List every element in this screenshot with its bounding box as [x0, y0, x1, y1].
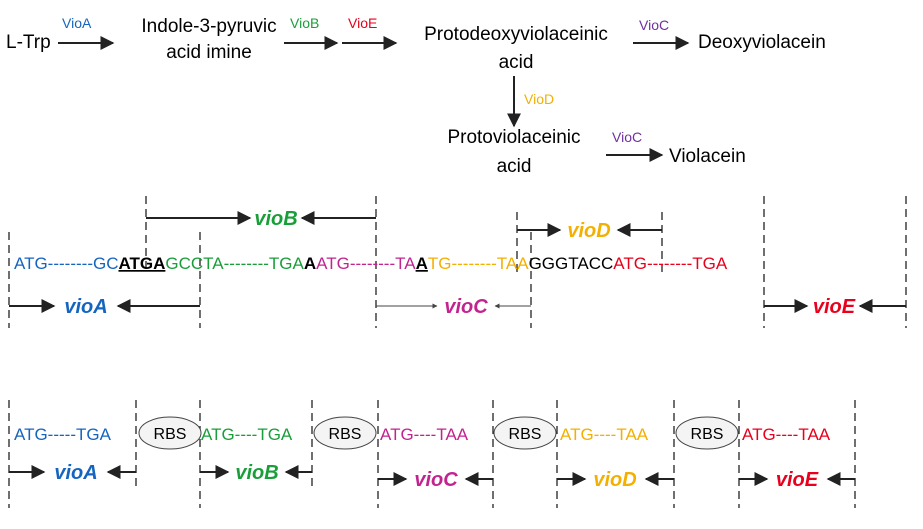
seq-vioc: ATG--------TA [316, 254, 416, 273]
intermediate-indole-3-pyruvic-line2: acid imine [166, 42, 252, 63]
intermediate-protoviolaceinic-line1: Protoviolaceinic [447, 127, 580, 148]
seq-overlap-bc: A [304, 254, 316, 273]
seq2-viob: ATG----TGA [201, 425, 293, 444]
rbs-element: RBS [675, 416, 739, 450]
seq2-viod: ATG----TAA [560, 425, 649, 444]
rbs-label: RBS [329, 426, 362, 443]
seq-spacer: GGGTACC [529, 254, 614, 273]
biosynthetic-pathway: L-Trp VioA Indole-3-pyruvic acid imine V… [6, 15, 826, 177]
rbs-element: RBS [313, 416, 377, 450]
intermediate-indole-3-pyruvic-line1: Indole-3-pyruvic [141, 16, 276, 37]
rbs-label: RBS [509, 426, 542, 443]
gene-label-vioc: vioC [444, 296, 488, 318]
intermediate-protoviolaceinic-line2: acid [497, 156, 532, 177]
seq2-vioa: ATG-----TGA [14, 425, 112, 444]
enzyme-vioe-label: VioE [348, 15, 377, 31]
seq-overlap-cd: A [416, 254, 428, 273]
rbs-label: RBS [691, 426, 724, 443]
gene2-label-viod: vioD [593, 469, 636, 491]
rbs-label: RBS [154, 426, 187, 443]
seq2-vioe: ATG----TAA [742, 425, 831, 444]
enzyme-vioc-label-1: VioC [639, 17, 669, 33]
gene-label-vioe: vioE [813, 296, 856, 318]
enzyme-vioc-label-2: VioC [612, 129, 642, 145]
intermediate-protodeoxyviolaceinic-line2: acid [499, 52, 534, 73]
engineered-operon: ATG-----TGA ATG----TGA ATG----TAA ATG---… [8, 400, 856, 508]
native-operon: vioB vioD ATG--------GCATGAGCCTA--------… [8, 196, 907, 328]
product-violacein: Violacein [669, 146, 746, 167]
seq-viob: GCCTA--------TGA [165, 254, 304, 273]
rbs-element: RBS [493, 416, 557, 450]
gene-label-vioa: vioA [64, 296, 107, 318]
enzyme-viob-label: VioB [290, 15, 319, 31]
seq2-vioc: ATG----TAA [380, 425, 469, 444]
gene2-label-vioa: vioA [54, 462, 97, 484]
product-deoxyviolacein: Deoxyviolacein [698, 32, 826, 53]
gene2-label-viob: vioB [235, 462, 278, 484]
enzyme-vioa-label: VioA [62, 15, 92, 31]
native-sequence: ATG--------GCATGAGCCTA--------TGAAATG---… [14, 254, 728, 273]
gene-label-viod: vioD [567, 220, 610, 242]
enzyme-viod-label: VioD [524, 91, 554, 107]
substrate-l-trp: L-Trp [6, 32, 51, 53]
gene2-label-vioc: vioC [414, 469, 458, 491]
gene-label-viob: vioB [254, 208, 297, 230]
seq-overlap-ab: ATGA [118, 254, 165, 273]
intermediate-protodeoxyviolaceinic-line1: Protodeoxyviolaceinic [424, 24, 608, 45]
gene2-label-vioe: vioE [776, 469, 819, 491]
seq-vioa: ATG--------GC [14, 254, 118, 273]
rbs-element: RBS [138, 416, 202, 450]
seq-viod: TG--------TAA [428, 254, 529, 273]
seq-vioe: ATG--------TGA [613, 254, 728, 273]
